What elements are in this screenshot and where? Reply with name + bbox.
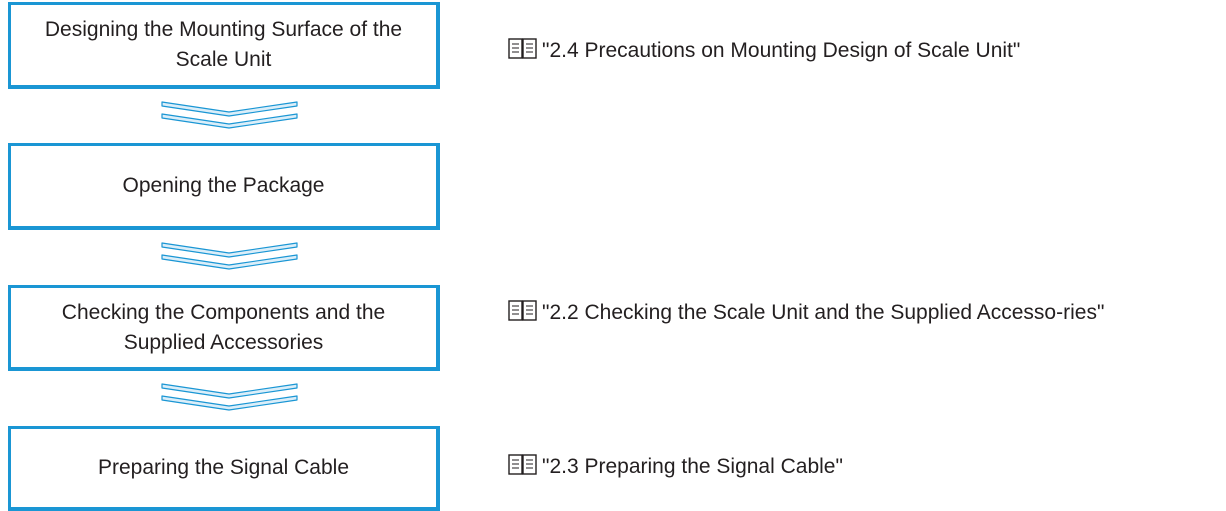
reference-text: "2.3 Preparing the Signal Cable" [542, 455, 843, 478]
book-icon [508, 300, 537, 321]
reference-text: "2.2 Checking the Scale Unit and the Sup… [542, 301, 1105, 324]
reference-checking-accessories[interactable]: "2.2 Checking the Scale Unit and the Sup… [508, 298, 1220, 327]
down-arrow-icon [161, 242, 298, 270]
step-label: Checking the Components and the Supplied… [61, 300, 386, 354]
step-box-opening-package: Opening the Package [8, 143, 440, 230]
step-box-mounting-surface: Designing the Mounting Surface of the Sc… [8, 2, 440, 89]
step-label: Designing the Mounting Surface of the Sc… [44, 18, 403, 71]
down-arrow-icon [161, 383, 298, 411]
reference-mounting-design[interactable]: "2.4 Precautions on Mounting Design of S… [508, 36, 1220, 65]
step-box-checking-components: Checking the Components and the Supplied… [8, 285, 440, 371]
down-arrow-icon [161, 101, 298, 129]
step-box-preparing-cable: Preparing the Signal Cable [8, 426, 440, 511]
book-icon [508, 38, 537, 59]
reference-signal-cable[interactable]: "2.3 Preparing the Signal Cable" [508, 452, 1220, 481]
step-label: Opening the Package [122, 174, 325, 197]
book-icon [508, 454, 537, 475]
step-label: Preparing the Signal Cable [98, 456, 349, 479]
reference-text: "2.4 Precautions on Mounting Design of S… [542, 39, 1021, 62]
